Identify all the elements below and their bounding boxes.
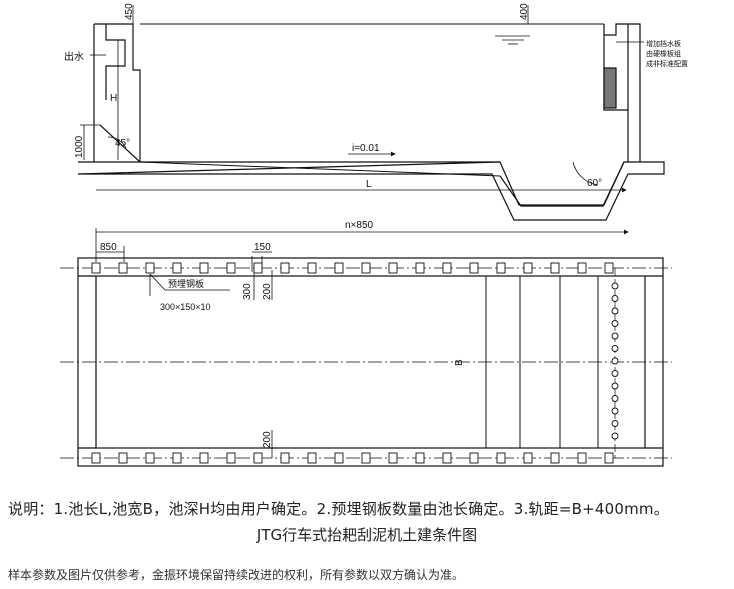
embedded-plate [361,262,371,274]
embedded-plate [523,262,533,274]
embedded-plate [307,262,317,274]
dim-top-left: 450 [124,3,135,20]
bolt-hole [611,345,619,352]
note-line-2: 由硬橡板组 [646,49,681,58]
angle-left: 45° [115,138,130,149]
left-wall [93,23,141,162]
embedded-plate [604,452,614,464]
note-line-1: 增加挡水板 [646,39,681,48]
bolt-hole [611,332,619,340]
embedded-plate [172,262,182,274]
embedded-plate [145,452,155,464]
bolt-hole [611,282,619,290]
embedded-plate [280,452,290,464]
dim-offset-bottom: 200 [262,431,273,448]
embedded-plate [334,452,344,464]
embedded-plate [91,262,101,274]
embedded-plate [577,262,587,274]
right-wall [603,23,641,162]
width-label: B [454,359,465,366]
depth-label: H [110,93,117,104]
drawing-title: JTG行车式抬耙刮泥机土建条件图 [256,526,478,544]
dim-offset-top: 200 [262,283,273,300]
bolt-hole [611,432,619,440]
dim-bottom-left: 1000 [74,135,85,158]
embedded-plate [226,262,236,274]
embedded-plate [442,262,452,274]
embedded-plate [118,262,128,274]
embedded-plate [550,452,560,464]
plan-view [60,257,672,467]
embedded-plate [415,452,425,464]
embedded-plate [199,452,209,464]
embedded-plate [226,452,236,464]
outlet-label: 出水 [64,50,84,63]
embedded-plate [172,452,182,464]
embedded-plate [253,262,263,274]
embedded-plate [307,452,317,464]
notes-caption: 说明：1.池长L,池宽B，池深H均由用户确定。2.预埋钢板数量由池长确定。3.轨… [8,500,669,518]
embedded-plates [91,262,614,464]
left-haunch [99,124,141,163]
hopper [499,161,625,207]
embedded-plate [469,452,479,464]
embedded-plate [496,262,506,274]
bolt-hole [611,320,619,327]
bolt-hole [611,395,619,402]
plate-label: 预埋钢板 [168,278,204,290]
bolt-hole [611,420,619,427]
embedded-plate [550,262,560,274]
embedded-plate [361,452,371,464]
elevation-view [77,23,665,221]
embedded-plate [118,452,128,464]
bolt-hole [611,357,619,365]
bolt-hole [611,407,619,415]
elevation-dimensions [80,5,627,193]
note-line-3: 成非标准配置 [646,59,688,68]
bolt-hole [611,307,619,315]
angle-right: 60° [587,178,602,189]
embedded-plate [523,452,533,464]
embedded-plate [604,262,614,274]
disclaimer: 样本参数及图片仅供参考，金振环境保留持续改进的权利，所有参数以双方确认为准。 [8,568,465,582]
baffle [603,67,617,109]
plan-dimensions [95,228,629,458]
length-label: L [366,179,372,190]
embedded-plate [577,452,587,464]
embedded-plate [334,262,344,274]
embedded-plate [496,452,506,464]
embedded-plate [280,262,290,274]
bolt-column [611,282,619,440]
slope-label: i=0.01 [352,143,380,154]
dim-total: n×850 [345,220,374,231]
sloped-floor [139,161,501,177]
embedded-plate [199,262,209,274]
plate-size: 300×150×10 [160,302,211,312]
embedded-plate [469,262,479,274]
dim-plate-height: 300 [242,283,253,300]
dim-spacing: 850 [100,242,117,253]
dim-top-right: 400 [519,3,530,20]
embedded-plate [145,262,155,274]
bolt-hole [611,295,619,302]
embedded-plate [388,262,398,274]
embedded-plate [442,452,452,464]
bolt-hole [611,382,619,390]
embedded-plate [253,452,263,464]
embedded-plate [91,452,101,464]
dim-plate-width: 150 [254,242,271,253]
civil-drawing: 450 400 出水 H 1000 45° i=0.01 L 60° 增加挡水板… [60,3,688,467]
bolt-hole [611,370,619,377]
embedded-plate [415,262,425,274]
embedded-plate [388,452,398,464]
